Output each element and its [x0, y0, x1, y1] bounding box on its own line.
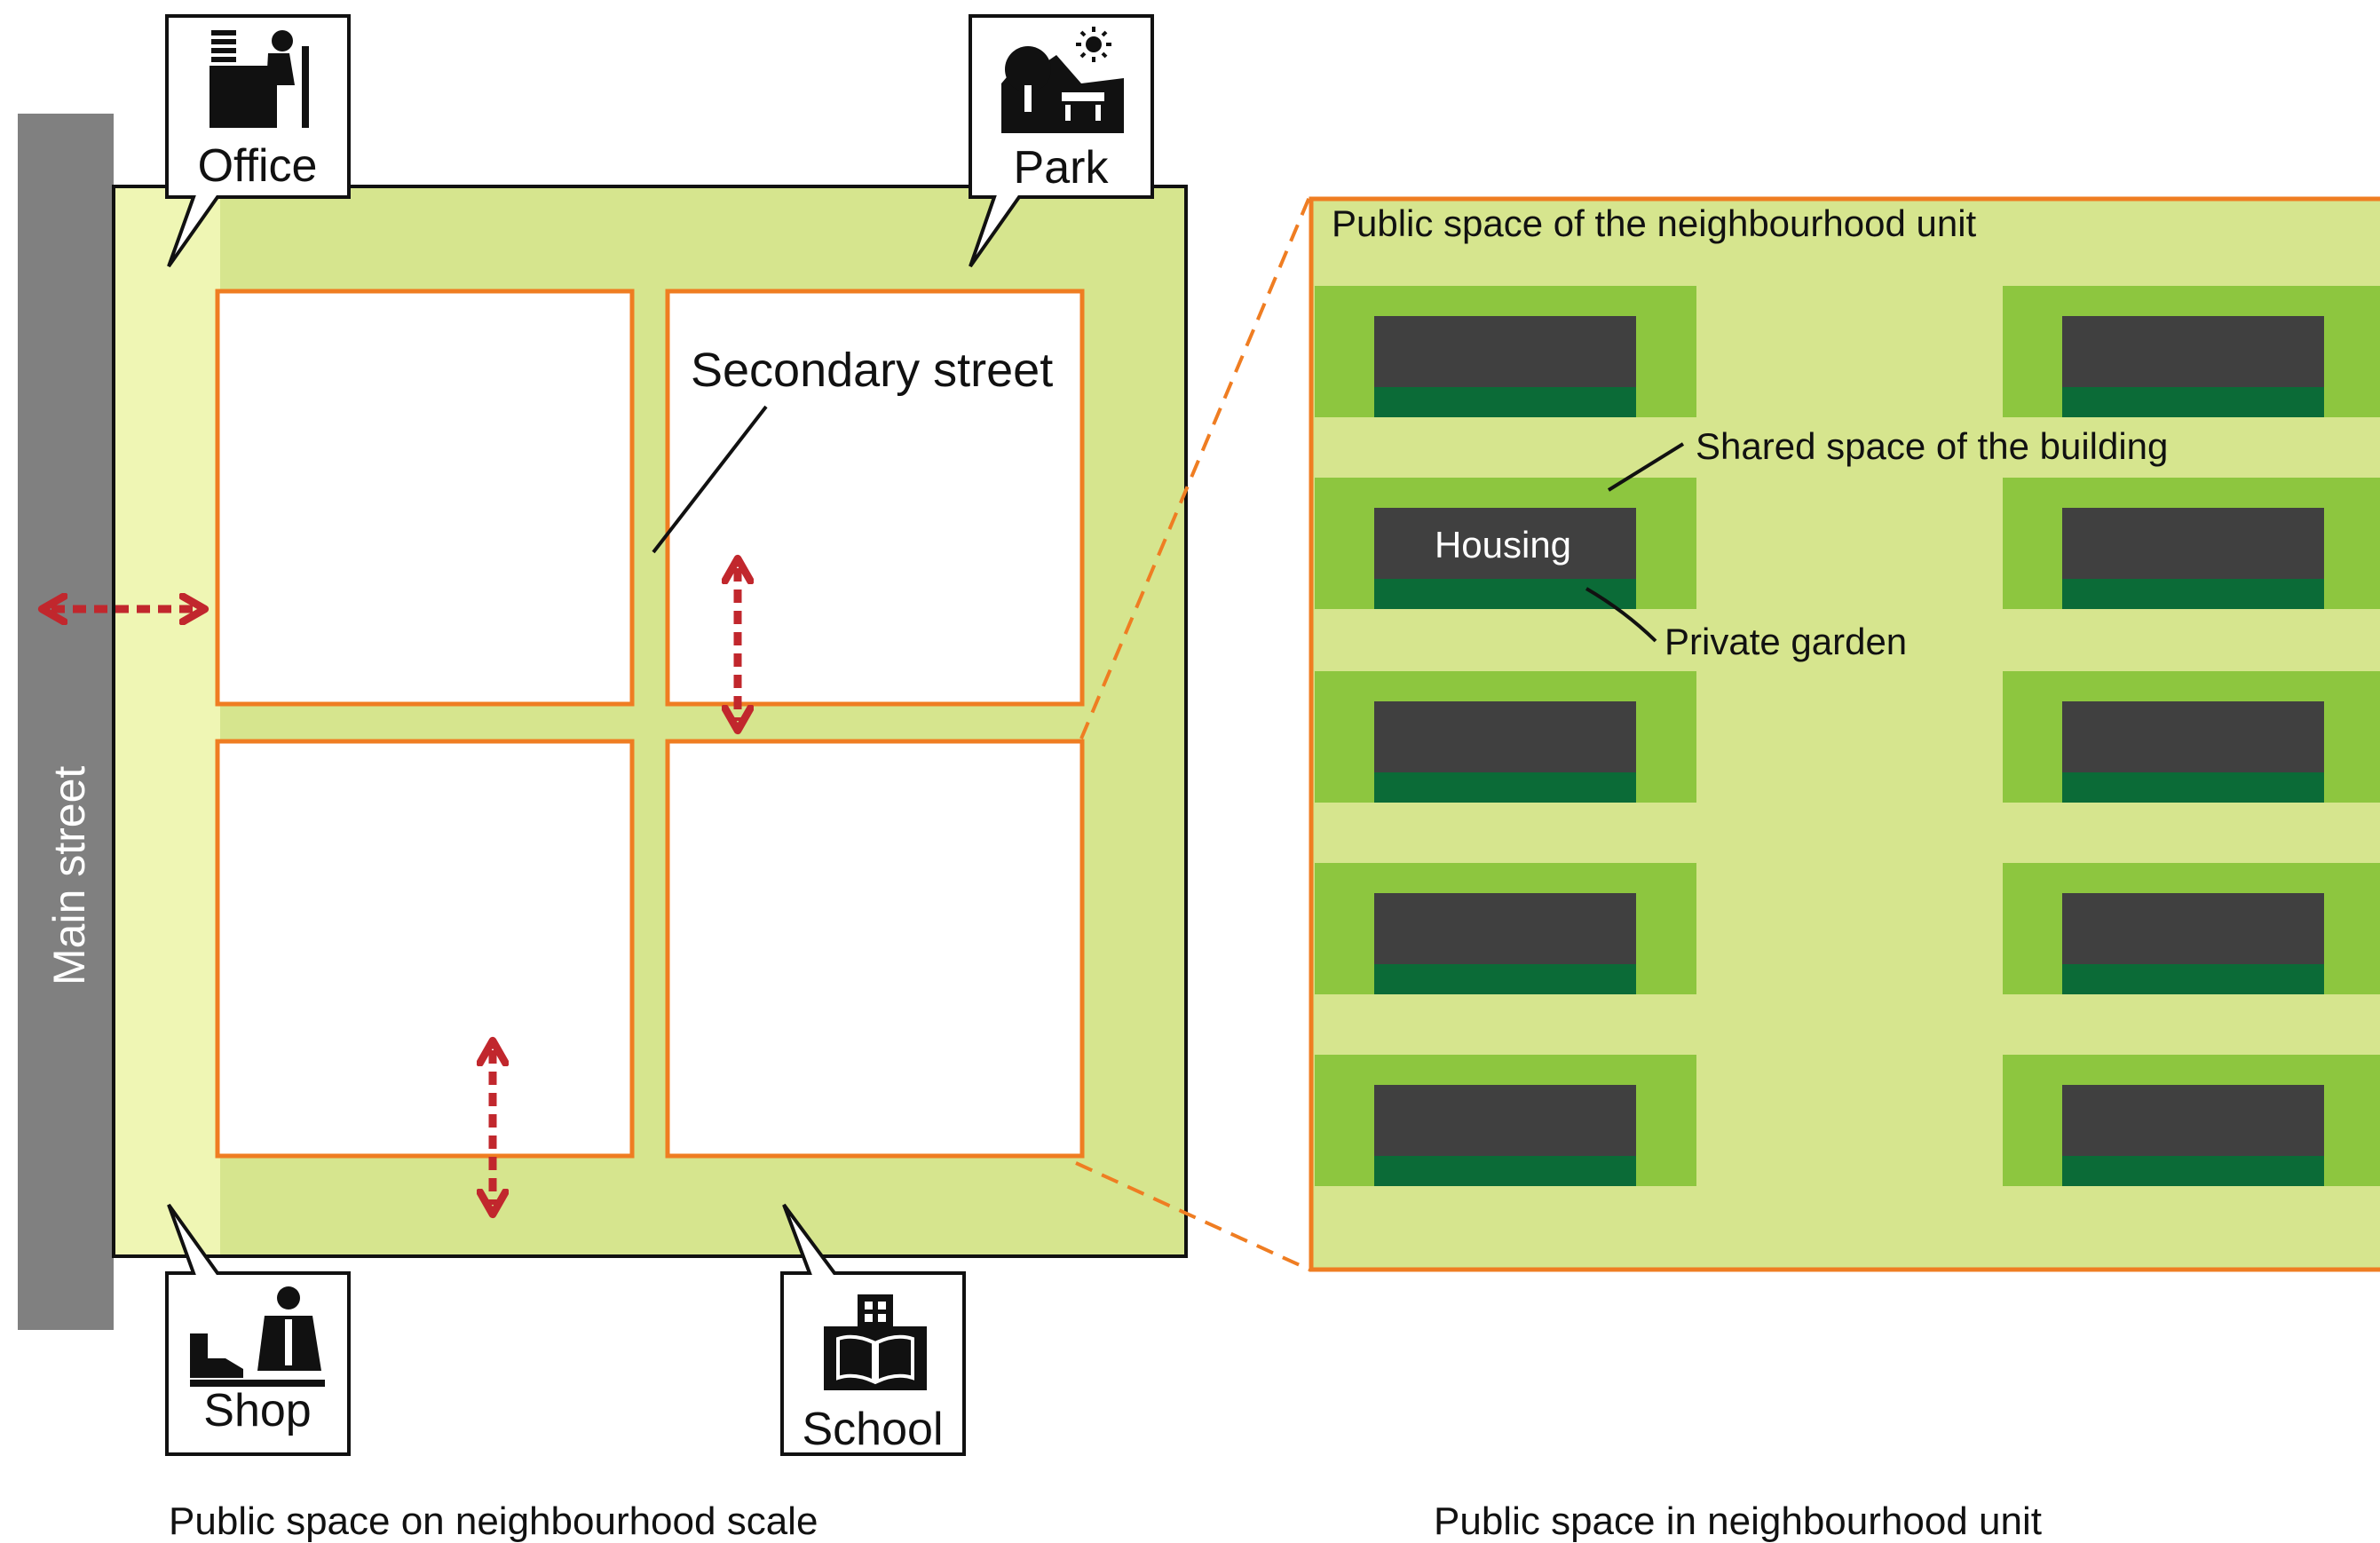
private-garden: [2062, 1156, 2324, 1186]
shop-icon: [190, 1286, 325, 1387]
housing-block: [2062, 508, 2324, 579]
housing-block: [1374, 1085, 1636, 1156]
park-icon: [1001, 27, 1124, 133]
office-worker-icon: [210, 30, 309, 128]
housing-block: [2062, 316, 2324, 387]
block-top-left: [215, 289, 635, 707]
private-garden: [1374, 387, 1636, 417]
housing-plot: [1315, 478, 1696, 609]
block-bottom-right: [665, 739, 1085, 1159]
private-garden: [1374, 964, 1636, 994]
main-street-label: Main street: [44, 766, 94, 985]
housing-plot: [2003, 478, 2380, 609]
school-icon: [824, 1294, 927, 1390]
housing-plot: [2003, 1055, 2380, 1186]
shared-space-label: Shared space of the building: [1696, 425, 2168, 467]
private-garden: [2062, 387, 2324, 417]
callout-office: Office: [165, 14, 351, 268]
housing-plot: [1315, 863, 1696, 994]
secondary-street-leader: [652, 405, 768, 554]
office-label: Office: [198, 140, 318, 192]
callout-school: School: [780, 1203, 966, 1456]
housing-plot: [2003, 863, 2380, 994]
private-garden: [2062, 964, 2324, 994]
unit-title: Public space of the neighbourhood unit: [1332, 202, 1977, 244]
zoom-line-bottom: [1075, 1161, 1310, 1271]
shop-label: Shop: [203, 1385, 311, 1436]
callout-park: Park: [969, 14, 1154, 268]
neighbourhood-scale-diagram: Main street Secondary street: [18, 14, 1188, 1543]
school-label: School: [803, 1404, 944, 1455]
housing-block: [2062, 701, 2324, 772]
neighbourhood-unit-diagram: Public space of the neighbourhood unit S…: [1309, 196, 2380, 1543]
private-garden: [1374, 1156, 1636, 1186]
main-street: [18, 114, 114, 1330]
park-label: Park: [1014, 142, 1110, 194]
housing-block: [1374, 701, 1636, 772]
callout-shop: Shop: [165, 1203, 351, 1456]
housing-plot: [2003, 671, 2380, 803]
private-garden-leader: [1585, 587, 1657, 643]
zoom-line-top: [1079, 196, 1311, 740]
secondary-street-label: Secondary street: [691, 344, 1053, 397]
housing-block: [2062, 893, 2324, 964]
private-garden-label: Private garden: [1664, 621, 1907, 662]
housing-plot: [1315, 1055, 1696, 1186]
housing-block: [1374, 316, 1636, 387]
housing-plot: [1315, 671, 1696, 803]
housing-plot: [2003, 286, 2380, 417]
private-garden: [2062, 579, 2324, 609]
private-garden: [2062, 772, 2324, 803]
housing-block: [1374, 508, 1636, 579]
housing-label: Housing: [1435, 524, 1571, 566]
housing-block: [2062, 1085, 2324, 1156]
sidewalk-strip: [115, 188, 220, 1254]
left-caption: Public space on neighbourhood scale: [169, 1499, 818, 1543]
block-bottom-left: [215, 739, 635, 1159]
right-caption: Public space in neighbourhood unit: [1434, 1499, 2042, 1543]
private-garden: [1374, 772, 1636, 803]
housing-plot: [1315, 286, 1696, 417]
housing-block: [1374, 893, 1636, 964]
housing-plots: [1315, 286, 2380, 1186]
shared-space-leader: [1607, 442, 1685, 492]
